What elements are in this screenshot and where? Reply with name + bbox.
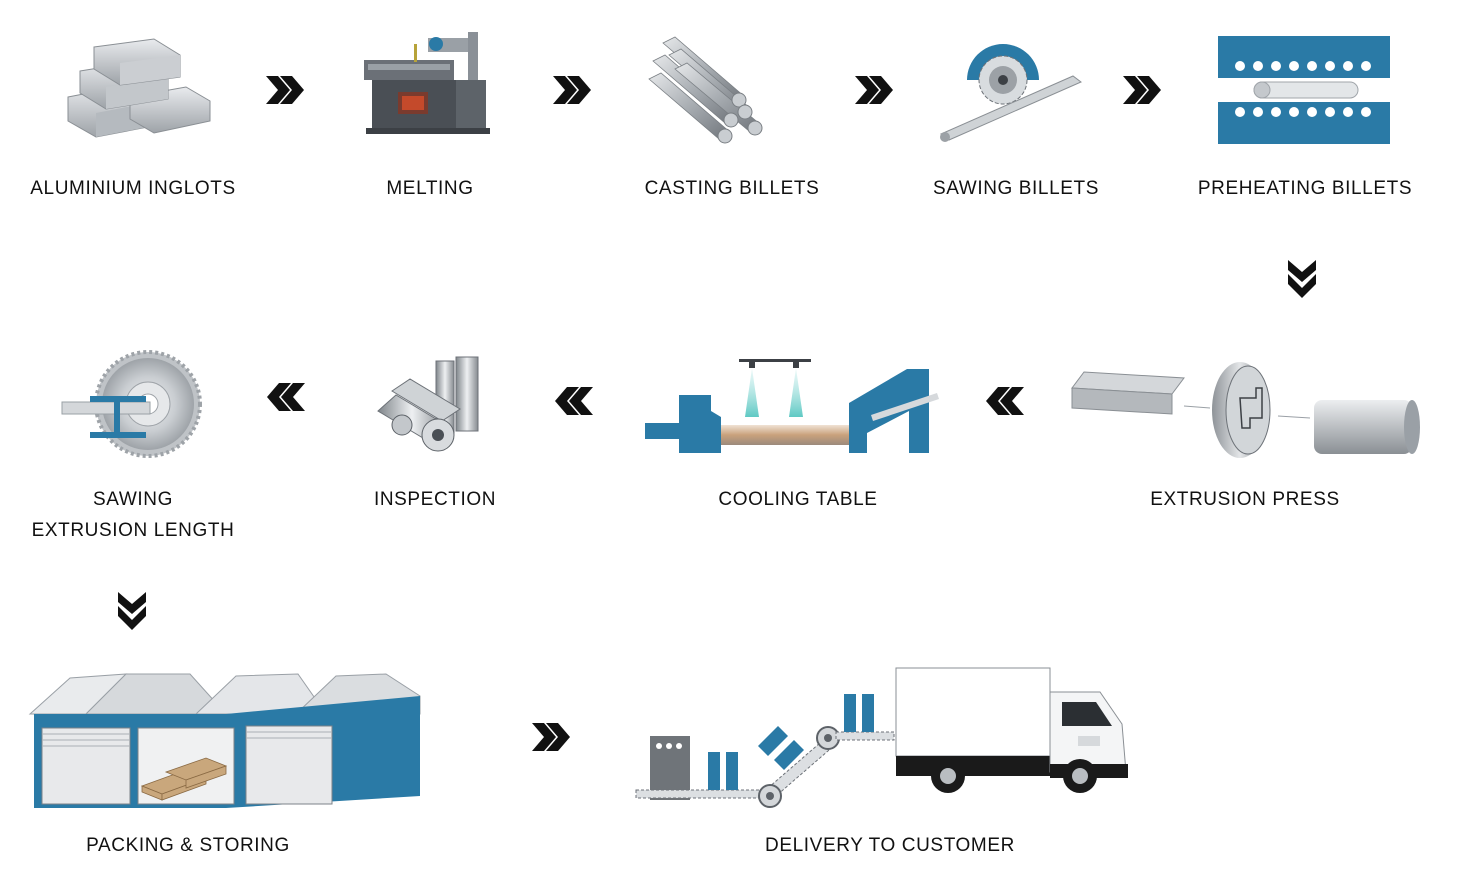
billet-bundle-icon <box>648 36 763 144</box>
step-label: DELIVERY TO CUSTOMER <box>765 835 1015 856</box>
ingot-stack-icon <box>67 38 211 138</box>
step-label: PREHEATING BILLETS <box>1197 178 1413 199</box>
step-label: SAWING BILLETS <box>932 178 1100 199</box>
step-label: ALUMINIUM INGLOTS <box>30 178 236 199</box>
step-label: MELTING <box>386 178 474 199</box>
step-label: COOLING TABLE <box>718 489 878 510</box>
step-label: INSPECTION <box>373 489 497 510</box>
preheating-oven-icon <box>1218 36 1390 144</box>
chevron-down-icon <box>118 592 146 630</box>
circular-saw-icon <box>940 44 1082 142</box>
step-label: PACKING & STORING <box>86 835 290 856</box>
chevron-left-icon <box>555 387 593 415</box>
chevron-right-icon <box>532 723 570 751</box>
chevron-down-icon <box>1288 260 1316 298</box>
extrusion-die-icon <box>1071 362 1420 458</box>
chevron-right-icon <box>266 76 304 104</box>
chevron-right-icon <box>553 76 591 104</box>
step-label: CASTING BILLETS <box>644 178 820 199</box>
chevron-left-icon <box>267 383 305 411</box>
step-label-line-2: EXTRUSION LENGTH <box>31 520 235 541</box>
step-label-line-1: SAWING <box>93 489 173 510</box>
furnace-icon <box>364 32 490 134</box>
chevron-right-icon <box>855 76 893 104</box>
chevron-right-icon <box>1123 76 1161 104</box>
saw-blade-icon <box>61 350 202 458</box>
profile-sections-icon <box>377 356 479 452</box>
truck-conveyor-icon <box>635 667 1128 808</box>
warehouse-icon <box>28 673 421 808</box>
chevron-left-icon <box>986 387 1024 415</box>
cooling-table-icon <box>645 359 939 453</box>
step-label: EXTRUSION PRESS <box>1150 489 1340 510</box>
